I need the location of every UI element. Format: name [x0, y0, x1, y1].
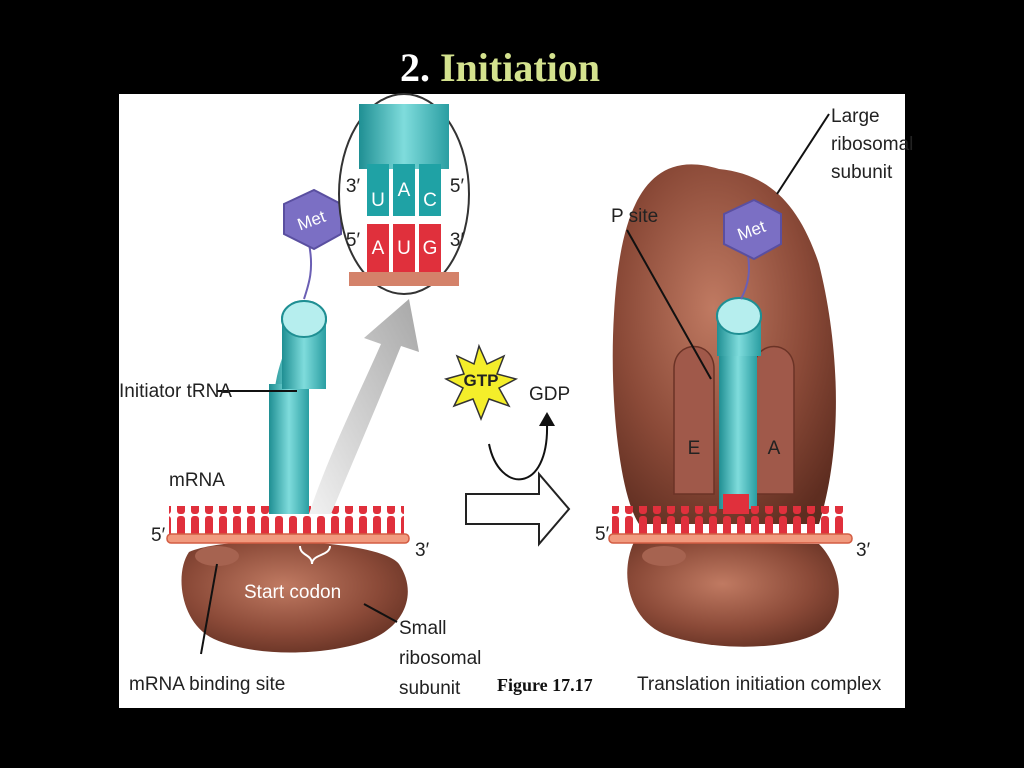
codon-base-2: U	[397, 238, 411, 259]
anticodon-base-1: U	[371, 190, 385, 211]
gtp-label: GTP	[464, 371, 499, 390]
large-subunit-label-2: ribosomal	[831, 134, 913, 155]
large-subunit-label-3: subunit	[831, 162, 893, 183]
e-site-label: E	[688, 438, 701, 459]
codon-base-1: A	[372, 238, 385, 259]
small-subunit-label-1: Small	[399, 618, 447, 639]
e-site: E	[673, 345, 715, 495]
small-subunit-label-2: ribosomal	[399, 648, 481, 669]
mrna-binding-site-leader	[200, 563, 218, 655]
figure-panel: Met U A C A U G 3′ 5′ 5′ 3′ Initiator tR…	[119, 93, 913, 708]
figure-caption: Figure 17.17	[497, 675, 593, 695]
process-arrow	[465, 471, 571, 547]
p-site-leader	[626, 229, 712, 380]
a-site-label: A	[768, 438, 781, 459]
translation-initiation-diagram: Met U A C A U G 3′ 5′ 5′ 3′ Initiator tR…	[119, 93, 913, 699]
initiator-trna-right	[716, 248, 762, 514]
large-subunit-label-1: Large	[831, 106, 880, 127]
initiator-trna-label: Initiator tRNA	[119, 381, 232, 402]
start-codon-label: Start codon	[244, 582, 341, 603]
gtp-hydrolysis-arc	[488, 423, 549, 481]
p-site-label: P site	[611, 206, 658, 227]
inset-bottom-left: 5′	[346, 230, 361, 251]
met-hexagon-right: Met	[723, 198, 782, 261]
small-ribosomal-subunit-left	[181, 541, 408, 653]
start-codon-brace	[299, 545, 331, 565]
small-ribosomal-subunit-right	[627, 542, 839, 647]
large-subunit-leader	[776, 113, 830, 195]
anticodon-base-2: A	[398, 180, 411, 201]
three-prime-right: 3′	[856, 540, 871, 561]
codon-base-3: G	[423, 238, 438, 259]
mrna-binding-site-label: mRNA binding site	[129, 674, 285, 695]
mrna-binding-site-shape	[195, 546, 239, 566]
title-number: 2.	[399, 45, 430, 90]
mrna-strand-right	[608, 506, 853, 544]
inset-top-left: 3′	[346, 176, 361, 197]
zoom-arrow	[309, 299, 419, 514]
slide-title: 2. Initiation	[0, 44, 1000, 91]
five-prime-left: 5′	[151, 525, 166, 546]
title-text: Initiation	[439, 45, 601, 90]
codon-inset: U A C A U G 3′ 5′ 5′ 3′	[338, 93, 470, 295]
inset-top-right: 5′	[450, 176, 465, 197]
initiator-trna-left	[269, 243, 327, 514]
small-subunit-label-3: subunit	[399, 678, 461, 699]
five-prime-right: 5′	[595, 524, 610, 545]
met-hexagon-left: Met	[283, 188, 342, 251]
gtp-burst: GTP	[443, 343, 519, 422]
three-prime-left: 3′	[415, 540, 430, 561]
anticodon-base-3: C	[423, 190, 437, 211]
gdp-label: GDP	[529, 384, 570, 405]
complex-label: Translation initiation complex	[637, 674, 882, 695]
small-subunit-leader	[363, 603, 398, 623]
gdp-arrowhead	[539, 412, 555, 426]
inset-bottom-right: 3′	[450, 230, 465, 251]
a-site: A	[753, 345, 795, 495]
mrna-label: mRNA	[169, 470, 225, 491]
